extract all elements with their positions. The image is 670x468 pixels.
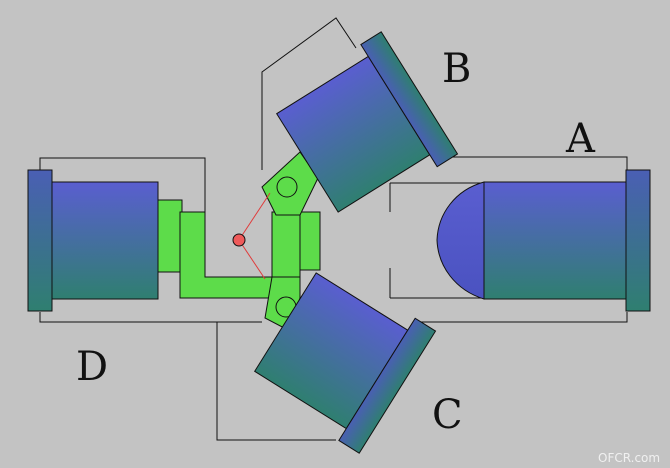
cylinder-c xyxy=(253,272,437,454)
pivot-point xyxy=(232,233,246,247)
cylinder-a-body xyxy=(483,181,627,300)
label-a: A xyxy=(565,116,596,162)
cylinder-d-cap xyxy=(27,169,53,312)
linkage-rod-left xyxy=(157,199,183,273)
watermark: OFCR.com xyxy=(598,451,660,465)
housing-outline xyxy=(39,17,628,441)
cylinder-d-body xyxy=(51,181,159,300)
linkage-upper-link xyxy=(261,151,319,216)
cylinder-c-cap xyxy=(338,317,437,454)
cylinder-a-piston-tip xyxy=(436,181,485,300)
label-b: B xyxy=(442,46,471,92)
cylinder-a xyxy=(436,169,651,312)
label-d: D xyxy=(76,344,108,390)
cylinder-d xyxy=(27,169,159,312)
cylinder-b-cap xyxy=(360,31,459,168)
upper-pin xyxy=(276,176,298,198)
cylinder-a-cap xyxy=(625,169,651,312)
cylinder-b xyxy=(275,31,459,213)
label-c: C xyxy=(432,392,463,438)
pivot-construction xyxy=(232,192,271,280)
linkage xyxy=(157,151,321,331)
